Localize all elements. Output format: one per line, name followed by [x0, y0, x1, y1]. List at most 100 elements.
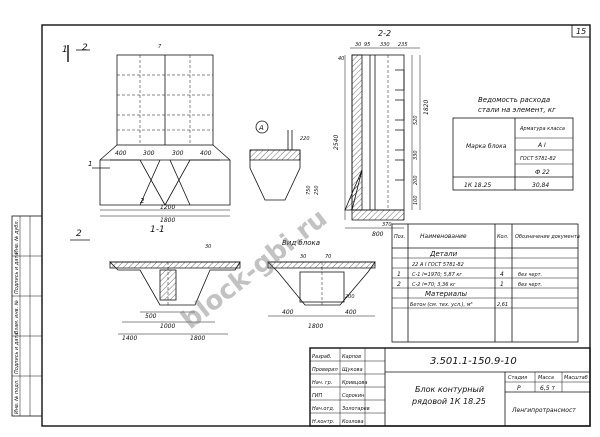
front-view: 1 2 7 400 300 300 400 1 2 1200 1800 [62, 43, 231, 224]
detail-a-label: А [258, 124, 264, 132]
svg-text:ГИП: ГИП [312, 393, 323, 399]
spec-table: Поз. Наименование Кол. Обозначение докум… [391, 223, 580, 343]
svg-text:330: 330 [380, 42, 390, 48]
svg-text:520: 520 [413, 115, 419, 125]
detail-a: А 220 750 250 [249, 120, 320, 201]
stamp-vzam: Взам. инв. № [14, 300, 20, 334]
steel-table-title-1: Ведомость расхода [478, 96, 550, 104]
svg-text:Р: Р [517, 385, 521, 392]
document-code: 3.501.1-150.9-10 [430, 356, 517, 367]
svg-text:Золотарев: Золотарев [342, 406, 370, 412]
svg-text:Блок контурный: Блок контурный [415, 385, 484, 394]
svg-text:без черт.: без черт. [518, 282, 542, 288]
svg-text:1К 18.25: 1К 18.25 [464, 182, 491, 189]
svg-text:Материалы: Материалы [425, 290, 467, 298]
svg-text:Нач.отд.: Нач.отд. [312, 406, 334, 412]
svg-text:200: 200 [345, 294, 355, 300]
svg-text:400: 400 [345, 309, 357, 316]
svg-text:С-1 l=1970; 5,87 кг: С-1 l=1970; 5,87 кг [412, 272, 462, 278]
svg-text:Масса: Масса [538, 375, 554, 381]
svg-text:7: 7 [158, 44, 162, 50]
svg-text:400: 400 [200, 150, 212, 157]
svg-text:250: 250 [314, 185, 320, 195]
svg-text:2: 2 [397, 281, 401, 288]
svg-text:6,5 т: 6,5 т [540, 385, 555, 392]
svg-text:Стадия: Стадия [508, 375, 527, 381]
svg-text:1: 1 [500, 281, 504, 288]
svg-text:Ф 22: Ф 22 [535, 169, 550, 176]
svg-text:220: 220 [300, 136, 310, 142]
svg-text:Бетон (см. тех. усл.), м³: Бетон (см. тех. усл.), м³ [410, 302, 473, 308]
section-marker-2: 2 [82, 43, 88, 53]
svg-text:Н.контр.: Н.контр. [312, 419, 334, 425]
side-stamp: Инв. № подл. Подпись и дата Взам. инв. №… [11, 215, 43, 417]
svg-text:Козлова: Козлова [342, 419, 364, 425]
svg-text:2,61: 2,61 [497, 302, 508, 308]
svg-text:2540: 2540 [333, 135, 340, 150]
svg-text:330: 330 [413, 150, 419, 160]
svg-text:30: 30 [205, 244, 211, 250]
svg-text:300: 300 [172, 150, 184, 157]
svg-text:Кривцова: Кривцова [342, 380, 367, 386]
section-marker-1: 1 [62, 45, 68, 55]
svg-text:300: 300 [143, 150, 155, 157]
svg-text:без черт.: без черт. [518, 272, 542, 278]
title-block: 3.501.1-150.9-10 Блок контурный рядовой … [309, 347, 591, 427]
sheet-number: 15 [576, 27, 586, 36]
svg-text:Арматура класса: Арматура класса [519, 126, 565, 132]
svg-text:30: 30 [355, 42, 361, 48]
svg-text:1200: 1200 [160, 204, 175, 211]
svg-text:Масштаб: Масштаб [564, 375, 588, 381]
svg-text:Сорокин: Сорокин [342, 393, 365, 399]
svg-text:ГОСТ 5781-82: ГОСТ 5781-82 [520, 156, 556, 162]
view-block: Вид блока 30 70 200 400 400 1800 [267, 239, 376, 330]
svg-text:1: 1 [397, 271, 401, 278]
svg-text:Карпов: Карпов [342, 354, 361, 360]
svg-text:1400: 1400 [122, 335, 137, 342]
svg-text:1800: 1800 [160, 217, 175, 224]
svg-text:1800: 1800 [308, 323, 323, 330]
view-block-label: Вид блока [282, 239, 320, 247]
svg-text:2: 2 [76, 229, 82, 239]
view-1-1-label: 1-1 [150, 225, 165, 235]
svg-text:Поз.: Поз. [394, 234, 405, 240]
svg-text:200: 200 [413, 175, 419, 185]
svg-text:100: 100 [413, 195, 419, 205]
svg-text:Проверил: Проверил [312, 367, 338, 373]
view-2-2-label: 2-2 [378, 29, 391, 38]
stamp-sign-date-2: Подпись и дата [14, 253, 20, 294]
steel-table-title-2: стали на элемент, кг [478, 106, 556, 114]
stamp-inv-dubl: Инв. № дубл. [14, 220, 20, 254]
svg-text:Нач. гр.: Нач. гр. [312, 380, 332, 386]
steel-table: Ведомость расхода стали на элемент, кг А… [452, 96, 574, 191]
svg-text:Наименование: Наименование [420, 233, 467, 240]
svg-text:400: 400 [282, 309, 294, 316]
svg-text:Щукова: Щукова [342, 367, 363, 373]
svg-text:22 А I ГОСТ 5781-82: 22 А I ГОСТ 5781-82 [412, 262, 464, 268]
svg-text:1820: 1820 [423, 100, 430, 115]
svg-text:А I: А I [537, 142, 546, 149]
watermark: block-gbi.ru [176, 203, 333, 335]
view-1-1: 1-1 2 30 500 1000 1400 1800 [70, 225, 241, 342]
svg-text:С-2 l=70; 3,36 кг: С-2 l=70; 3,36 кг [412, 282, 456, 288]
svg-text:Обозначение документа: Обозначение документа [515, 234, 580, 240]
svg-text:370: 370 [382, 222, 392, 228]
svg-text:1: 1 [88, 160, 92, 168]
svg-text:4: 4 [500, 271, 504, 278]
sheet-number-box [571, 24, 591, 38]
svg-text:Кол.: Кол. [497, 234, 508, 240]
svg-text:400: 400 [115, 150, 127, 157]
svg-text:500: 500 [145, 313, 157, 320]
svg-text:750: 750 [306, 185, 312, 195]
svg-text:95: 95 [364, 42, 370, 48]
svg-text:70: 70 [325, 254, 331, 260]
svg-text:2: 2 [140, 197, 145, 205]
svg-text:Детали: Детали [429, 250, 458, 258]
svg-text:Разраб.: Разраб. [312, 354, 332, 360]
view-2-2: 2-2 30 95 330 235 40 2540 1820 520 330 2… [333, 29, 430, 238]
stamp-inv-podl: Инв. № подл. [14, 380, 20, 415]
svg-text:40: 40 [338, 56, 344, 62]
svg-text:235: 235 [398, 42, 408, 48]
svg-text:рядовой 1К 18.25: рядовой 1К 18.25 [411, 397, 486, 406]
